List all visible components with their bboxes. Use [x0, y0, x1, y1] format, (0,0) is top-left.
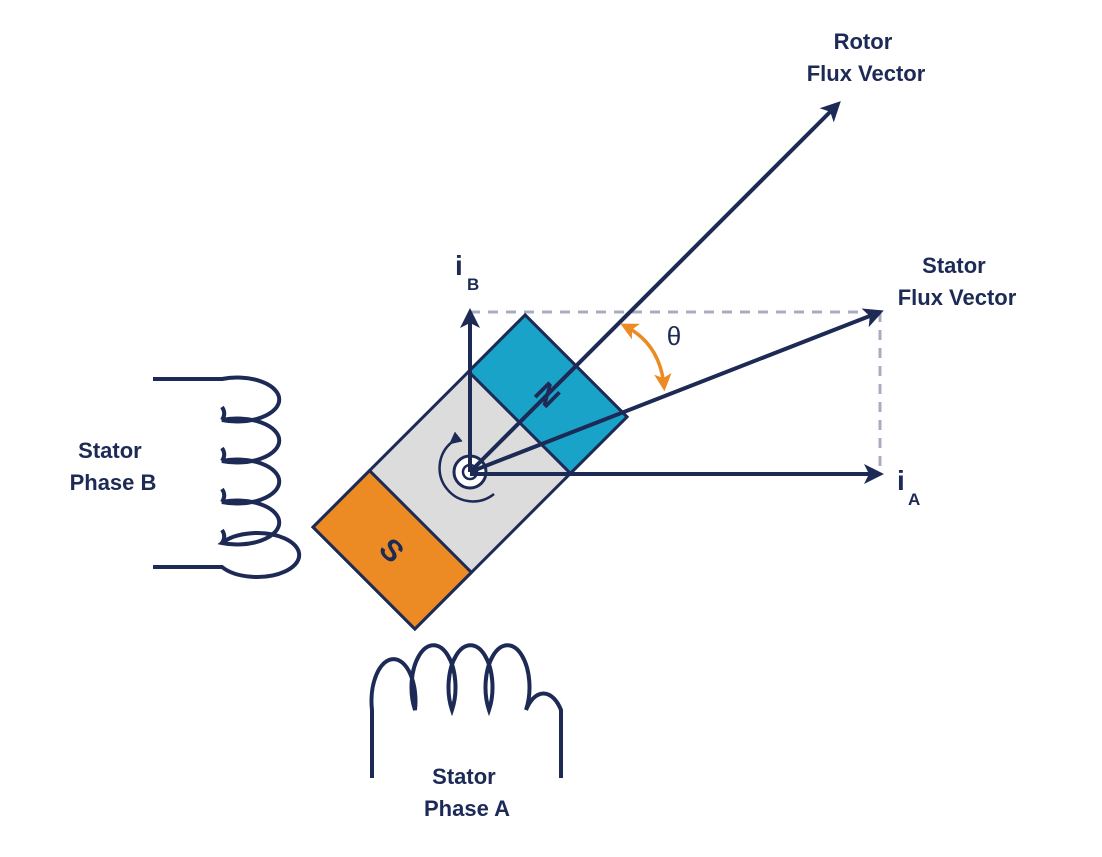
rotor-flux-vector-label: Rotor Flux Vector: [807, 29, 926, 86]
rotor-flux-label-line1: Rotor: [834, 29, 893, 54]
phase-b-label-line1: Stator: [78, 438, 142, 463]
rotation-arrow-icon: [438, 431, 495, 503]
theta-angle-arc: [620, 323, 672, 392]
stator-phase-b-coil-inner: [220, 405, 227, 545]
ib-label: i B: [455, 250, 479, 294]
phase-a-label-line1: Stator: [432, 764, 496, 789]
stator-flux-vector-label: Stator Flux Vector: [898, 253, 1017, 310]
phase-b-label-line2: Phase B: [70, 470, 157, 495]
theta-label: θ: [667, 321, 681, 351]
stator-phase-a-coil: [369, 643, 563, 778]
stator-flux-label-line2: Flux Vector: [898, 285, 1017, 310]
stator-phase-b-coil: [153, 375, 302, 579]
rotor-south-pole: [310, 468, 474, 632]
rotor-flux-vector-arrow: [468, 101, 841, 474]
stator-flux-vector-arrow: [469, 308, 884, 474]
stator-phase-b-label: Stator Phase B: [70, 438, 157, 495]
phase-a-label-line2: Phase A: [424, 796, 510, 821]
stator-flux-label-line1: Stator: [922, 253, 986, 278]
rotor-flux-label-line2: Flux Vector: [807, 61, 926, 86]
ib-label-subscript: B: [467, 275, 479, 294]
ia-label-subscript: A: [908, 490, 920, 509]
ia-label-main: i: [897, 465, 905, 496]
stator-phase-a-label: Stator Phase A: [424, 764, 510, 821]
ib-label-main: i: [455, 250, 463, 281]
ia-label: i A: [897, 465, 920, 509]
